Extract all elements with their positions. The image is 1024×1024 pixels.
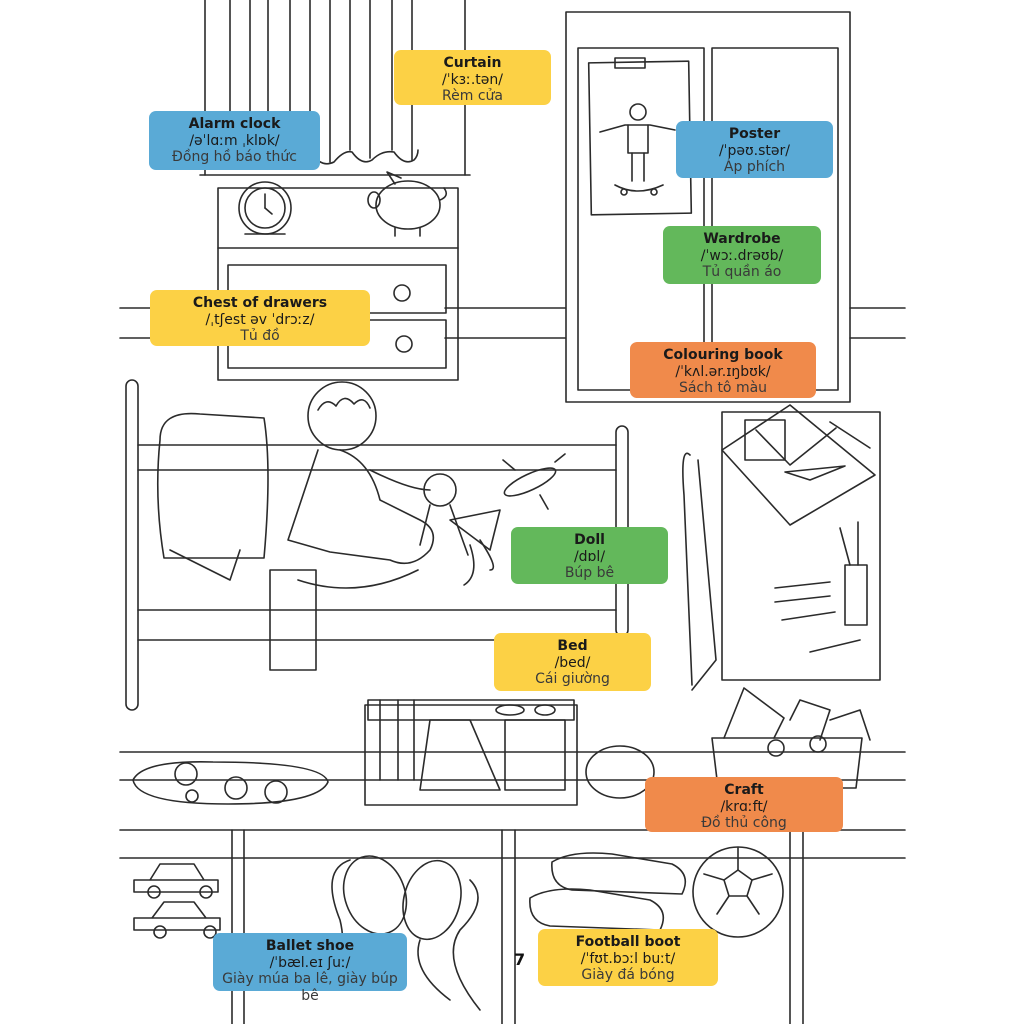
label-vietnamese: Búp bê xyxy=(564,565,615,582)
label-ipa: /ˈbæl.eɪ ʃuː/ xyxy=(269,954,351,971)
label-word: Poster xyxy=(728,126,781,142)
bowl-with-balls-illustration xyxy=(132,761,329,805)
label-vietnamese: Đồ thủ công xyxy=(701,815,787,832)
label-chest-of-drawers: Chest of drawers /ˌtʃest əv ˈdrɔːz/ Tủ đ… xyxy=(150,290,370,346)
label-bed: Bed /bed/ Cái giường xyxy=(494,633,651,691)
label-ipa: /ˈkʌl.ər.ɪŋbʊk/ xyxy=(675,363,771,380)
ballet-shoes-illustration xyxy=(319,855,481,1011)
label-ipa: /əˈlɑːm ˌklɒk/ xyxy=(189,132,280,149)
craft-basket-illustration xyxy=(711,687,871,789)
label-ipa: /bed/ xyxy=(554,654,591,671)
label-vietnamese: Cái giường xyxy=(535,671,610,688)
label-ipa: /ˈpəʊ.stər/ xyxy=(718,142,791,159)
page-number: 7 xyxy=(514,950,526,969)
toy-cars-illustration xyxy=(133,863,221,939)
label-vietnamese: Giày đá bóng xyxy=(581,967,675,984)
label-curtain: Curtain /ˈkɜː.tən/ Rèm cửa xyxy=(394,50,551,105)
label-ipa: /krɑːft/ xyxy=(720,798,768,815)
piggy-bank-illustration xyxy=(367,171,448,237)
label-ipa: /dɒl/ xyxy=(573,548,606,565)
label-word: Craft xyxy=(724,782,764,798)
label-word: Wardrobe xyxy=(703,231,781,247)
child-illustration xyxy=(287,381,435,589)
label-ipa: /ˈkɜː.tən/ xyxy=(442,71,503,88)
label-word: Chest of drawers xyxy=(192,295,328,311)
test-tube-rack-illustration xyxy=(364,699,578,806)
label-poster: Poster /ˈpəʊ.stər/ Áp phích xyxy=(676,121,833,178)
label-vietnamese: Tủ quần áo xyxy=(702,264,782,281)
label-word: Alarm clock xyxy=(188,116,281,132)
label-colouring-book: Colouring book /ˈkʌl.ər.ɪŋbʊk/ Sách tô m… xyxy=(630,342,816,398)
chest-of-drawers-illustration xyxy=(217,187,459,381)
label-vietnamese: Tủ đồ xyxy=(240,328,280,345)
pencils-illustration xyxy=(774,521,868,653)
label-word: Ballet shoe xyxy=(265,938,355,954)
label-word: Football boot xyxy=(575,934,681,950)
label-craft: Craft /krɑːft/ Đồ thủ công xyxy=(645,777,843,832)
label-ipa: /ˈwɔː.drəʊb/ xyxy=(700,247,784,264)
label-football-boot: Football boot /ˈfʊt.bɔːl buːt/ Giày đá b… xyxy=(538,929,718,986)
label-word: Colouring book xyxy=(663,347,783,363)
label-ipa: /ˌtʃest əv ˈdrɔːz/ xyxy=(205,311,315,328)
label-alarm-clock: Alarm clock /əˈlɑːm ˌklɒk/ Đồng hồ báo t… xyxy=(149,111,320,170)
label-doll: Doll /dɒl/ Búp bê xyxy=(511,527,668,584)
hand-mirror-illustration xyxy=(585,745,655,799)
colouring-book-illustration xyxy=(721,404,876,526)
label-word: Bed xyxy=(557,638,588,654)
football-illustration xyxy=(692,846,784,938)
label-vietnamese: Đồng hồ báo thức xyxy=(172,149,297,166)
label-vietnamese: Áp phích xyxy=(723,159,786,176)
label-ipa: /ˈfʊt.bɔːl buːt/ xyxy=(580,950,676,967)
label-vietnamese: Giày múa ba lê, giày búp bê xyxy=(222,971,398,1004)
doll-illustration xyxy=(419,473,501,586)
umbrella-illustration xyxy=(682,452,717,691)
label-word: Curtain xyxy=(443,55,502,71)
label-wardrobe: Wardrobe /ˈwɔː.drəʊb/ Tủ quần áo xyxy=(663,226,821,284)
label-ballet-shoe: Ballet shoe /ˈbæl.eɪ ʃuː/ Giày múa ba lê… xyxy=(213,933,407,1004)
alarm-clock-illustration xyxy=(238,181,292,235)
football-boots-illustration xyxy=(529,852,687,931)
label-vietnamese: Sách tô màu xyxy=(678,380,768,397)
toy-plane-illustration xyxy=(502,453,566,510)
label-word: Doll xyxy=(574,532,605,548)
label-vietnamese: Rèm cửa xyxy=(442,88,503,105)
